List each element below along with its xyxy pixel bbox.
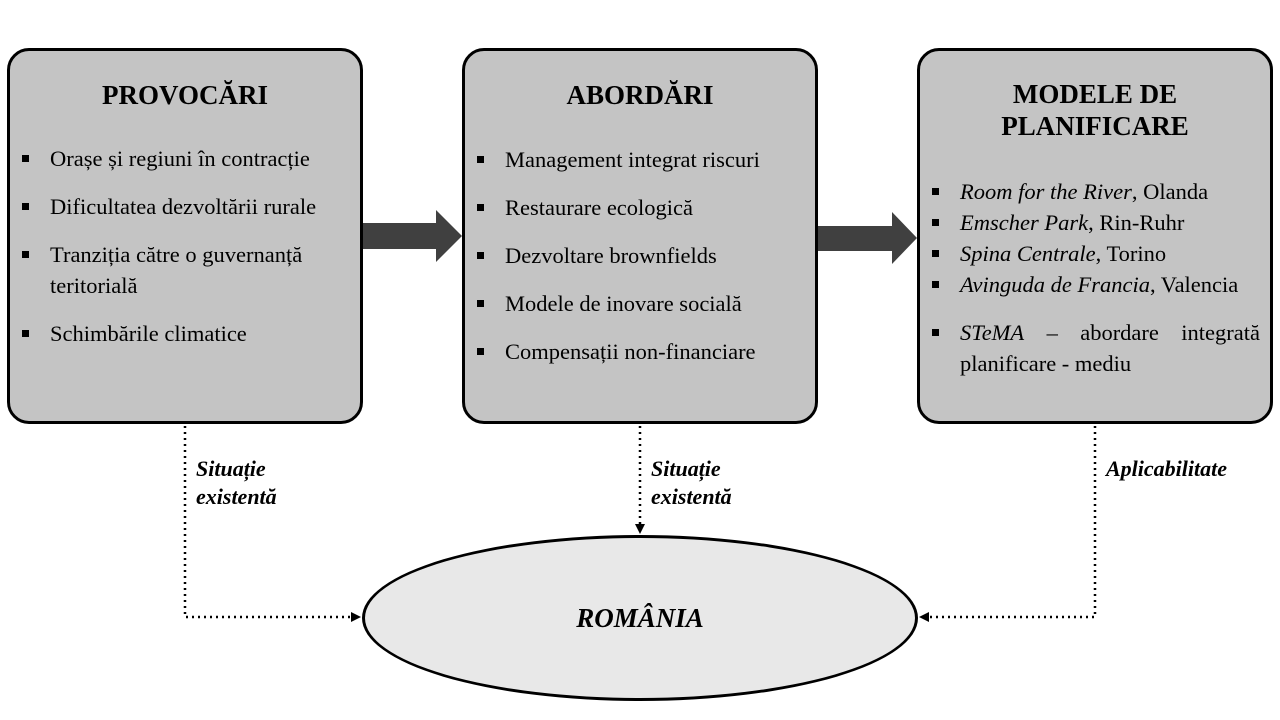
romania-label: ROMÂNIA <box>576 602 704 633</box>
model-name: Avinguda de Francia <box>960 272 1150 297</box>
bullet-icon <box>932 188 939 195</box>
list-item: Room for the River, Olanda <box>932 176 1260 207</box>
box-provocari: PROVOCĂRI Orașe și regiuni în contracție… <box>7 48 363 424</box>
list-item-text: Compensații non-financiare <box>505 339 756 364</box>
model-place: , Torino <box>1095 241 1167 266</box>
bullet-icon <box>932 219 939 226</box>
bullet-icon <box>477 348 484 355</box>
list-item: Schimbările climatice <box>22 318 350 349</box>
bullet-icon <box>932 281 939 288</box>
model-name: Room for the River <box>960 179 1132 204</box>
list-item-text: Tranziția către o guvernanță teritorială <box>50 242 303 298</box>
list-item-text: Modele de inovare socială <box>505 291 742 316</box>
list-abordari: Management integrat riscuri Restaurare e… <box>477 144 805 367</box>
box-title-abordari: ABORDĂRI <box>566 80 714 110</box>
bullet-icon <box>477 204 484 211</box>
list-item-text: Dificultatea dezvoltării rurale <box>50 194 317 219</box>
list-item: Dificultatea dezvoltării rurale <box>22 191 350 222</box>
romania-ellipse: ROMÂNIA <box>362 535 918 701</box>
connector-label-line: Situație <box>196 456 266 481</box>
arrow-provocari-to-abordari <box>363 210 462 262</box>
box-title-line: PLANIFICARE <box>1001 111 1189 141</box>
list-item: Compensații non-financiare <box>477 336 805 367</box>
bullet-icon <box>22 330 29 337</box>
list-item-text: Management integrat riscuri <box>505 147 760 172</box>
list-item: Spina Centrale, Torino <box>932 238 1260 269</box>
box-title-line: MODELE DE <box>1012 79 1178 109</box>
list-item: Avinguda de Francia, Valencia <box>932 269 1260 300</box>
bullet-icon <box>932 329 939 336</box>
dotted-connector-left <box>183 426 361 622</box>
connector-label-line: existentă <box>196 484 277 509</box>
model-place: , Valencia <box>1149 272 1239 297</box>
arrow-abordari-to-modele <box>818 212 917 264</box>
bullet-icon <box>22 203 29 210</box>
model-place: – abordare integrată planificare - mediu <box>960 320 1260 376</box>
connector-label-right: Aplicabilitate <box>1106 456 1227 481</box>
bullet-icon <box>477 300 484 307</box>
bullet-icon <box>22 155 29 162</box>
list-provocari: Orașe și regiuni în contracție Dificulta… <box>22 143 350 349</box>
list-item: Tranziția către o guvernanță teritorială <box>22 239 350 301</box>
model-name: STeMA <box>960 320 1025 345</box>
list-item-text: Restaurare ecologică <box>505 195 694 220</box>
list-item: Emscher Park, Rin-Ruhr <box>932 207 1260 238</box>
model-place: , Olanda <box>1131 179 1209 204</box>
list-item: Restaurare ecologică <box>477 192 805 223</box>
box-title-modele: MODELE DE PLANIFICARE <box>920 78 1270 142</box>
list-item: Orașe și regiuni în contracție <box>22 143 350 174</box>
list-item-text: Orașe și regiuni în contracție <box>50 146 310 171</box>
connector-label-line: existentă <box>651 484 732 509</box>
connector-label-middle: Situație existentă <box>651 455 732 511</box>
list-item-text: Schimbările climatice <box>50 321 247 346</box>
model-name: Emscher Park <box>960 210 1089 235</box>
list-item: Management integrat riscuri <box>477 144 805 175</box>
box-modele-de-planificare: MODELE DE PLANIFICARE Room for the River… <box>917 48 1273 424</box>
box-abordari: ABORDĂRI Management integrat riscuri Res… <box>462 48 818 424</box>
connector-label-left: Situație existentă <box>196 455 277 511</box>
bullet-icon <box>932 250 939 257</box>
list-item-text: Dezvoltare brownfields <box>505 243 717 268</box>
bullet-icon <box>22 251 29 258</box>
box-title-provocari: PROVOCĂRI <box>102 80 268 110</box>
dotted-connector-right <box>919 426 1097 622</box>
connector-label-line: Situație <box>651 456 721 481</box>
list-item: STeMA – abordare integrată planificare -… <box>932 317 1260 379</box>
model-name: Spina Centrale <box>960 241 1096 266</box>
list-modele: Room for the River, Olanda Emscher Park,… <box>932 176 1260 379</box>
model-place: , Rin-Ruhr <box>1088 210 1185 235</box>
list-item: Dezvoltare brownfields <box>477 240 805 271</box>
bullet-icon <box>477 252 484 259</box>
bullet-icon <box>477 156 484 163</box>
list-item: Modele de inovare socială <box>477 288 805 319</box>
